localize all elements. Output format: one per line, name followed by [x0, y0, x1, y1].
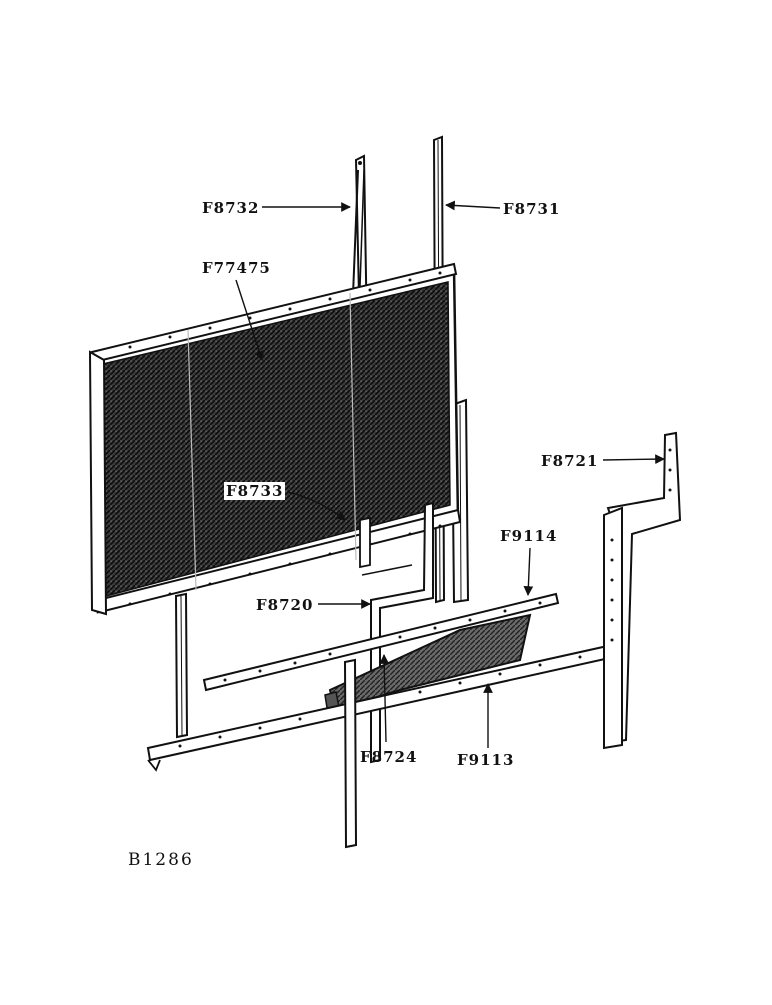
leader-f8733: [287, 491, 346, 521]
f8720-bracket: [361, 501, 434, 764]
label-f77475: F77475: [202, 259, 271, 277]
label-f9113: F9113: [457, 751, 515, 769]
leader-f77475: [235, 279, 264, 361]
label-f8721: F8721: [541, 452, 599, 470]
label-f8720: F8720: [256, 596, 314, 614]
f8721-bracket: [603, 431, 682, 750]
screen-panel-f77475: [88, 262, 462, 616]
leader-f8721: [602, 454, 665, 465]
center-lower-posts: [343, 658, 358, 849]
f8733-strap: [359, 516, 371, 569]
leader-f8731: [445, 200, 501, 211]
label-f8724: F8724: [360, 748, 418, 766]
figure-code: B1286: [128, 850, 194, 870]
label-f8733: F8733: [224, 482, 286, 500]
leader-lines: [235, 200, 665, 748]
leader-f8724: [379, 654, 390, 743]
leader-f9114: [523, 547, 534, 596]
left-support-legs: [174, 592, 189, 739]
f9114-rail: [202, 592, 560, 692]
label-f8731: F8731: [503, 200, 561, 218]
label-f9114: F9114: [500, 527, 558, 545]
label-f8732: F8732: [202, 199, 260, 217]
